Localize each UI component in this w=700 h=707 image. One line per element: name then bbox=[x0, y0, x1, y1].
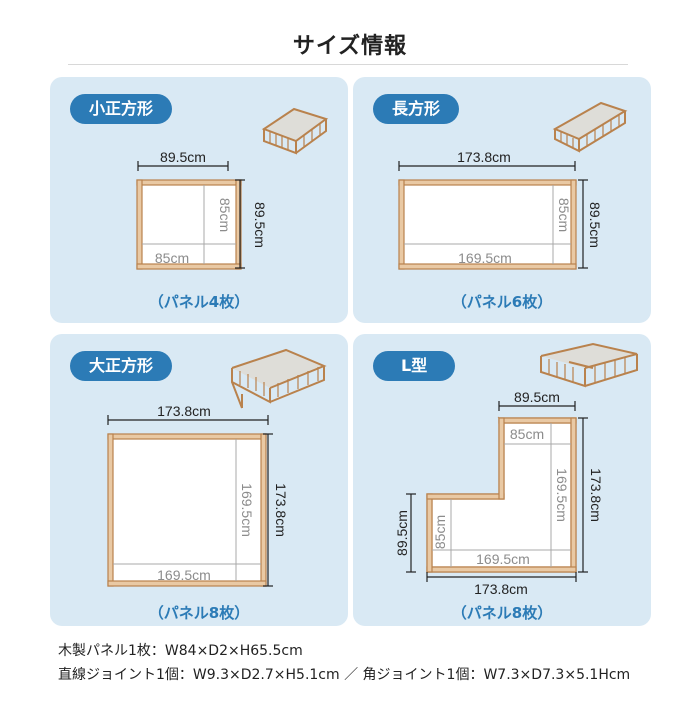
pen-illustration bbox=[261, 107, 329, 155]
card-rectangle: 長方形 173.8cm 169.5cm 85cm 89.5cm （パネル6枚） bbox=[353, 77, 651, 323]
spec-joints: 直線ジョイント1個：W9.3×D2.7×H5.1cm ／ 角ジョイント1個：W7… bbox=[58, 667, 631, 683]
pen-illustration bbox=[540, 342, 638, 388]
inner-depth-label: 85cm bbox=[556, 198, 572, 232]
spec-panel: 木製パネル1枚：W84×D2×H65.5cm bbox=[58, 643, 303, 659]
l-shape-diagram: 89.5cm 85cm 169.5cm 85cm 169.5cm 173.8cm… bbox=[394, 342, 638, 597]
top-width-label: 89.5cm bbox=[514, 389, 560, 405]
panel-count: （パネル4枚） bbox=[148, 293, 250, 311]
card-l-shape: L型 89.5cm 85cm 169.5cm 85cm 169.5cm 173.… bbox=[353, 334, 651, 626]
card-small-square: 小正方形 89.5cm 85cm 85cm 89.5cm （パネル4枚） bbox=[50, 77, 348, 323]
bottom-inner-label: 169.5cm bbox=[476, 551, 530, 567]
inner-width-label: 169.5cm bbox=[458, 250, 512, 266]
card-large-square: 大正方形 173.8cm 169.5cm 169.5cm 173.8cm （パネ… bbox=[50, 334, 348, 626]
rectangle-diagram: 173.8cm 169.5cm 85cm 89.5cm bbox=[398, 101, 628, 270]
inner-width-label: 169.5cm bbox=[157, 567, 211, 583]
page-title: サイズ情報 bbox=[292, 34, 408, 59]
pen-illustration bbox=[231, 348, 327, 409]
inner-depth-label: 169.5cm bbox=[239, 483, 255, 537]
left-depth-label: 89.5cm bbox=[394, 510, 410, 556]
depth-label: 89.5cm bbox=[587, 202, 603, 248]
shape-badge: 小正方形 bbox=[70, 94, 173, 124]
inner-width-label: 85cm bbox=[155, 250, 189, 266]
small-square-diagram: 89.5cm 85cm 85cm 89.5cm bbox=[136, 107, 329, 270]
depth-label: 89.5cm bbox=[252, 202, 268, 248]
width-label: 173.8cm bbox=[457, 149, 511, 165]
shape-badge: L型 bbox=[373, 351, 456, 381]
right-depth-label: 173.8cm bbox=[588, 468, 604, 522]
title-divider bbox=[68, 64, 628, 65]
panel-count: （パネル6枚） bbox=[451, 293, 553, 311]
top-inner-label: 85cm bbox=[510, 426, 544, 442]
right-inner-label: 169.5cm bbox=[554, 468, 570, 522]
panel-count: （パネル8枚） bbox=[451, 604, 553, 622]
inner-depth-label: 85cm bbox=[217, 198, 233, 232]
depth-label: 173.8cm bbox=[273, 483, 289, 537]
panel-count: （パネル8枚） bbox=[148, 604, 250, 622]
bottom-width-label: 173.8cm bbox=[474, 581, 528, 597]
large-square-diagram: 173.8cm 169.5cm 169.5cm 173.8cm bbox=[107, 348, 327, 587]
width-label: 173.8cm bbox=[157, 403, 211, 419]
left-inner-label: 85cm bbox=[432, 515, 448, 549]
shape-badge: 大正方形 bbox=[70, 351, 173, 381]
pen-illustration bbox=[552, 101, 628, 153]
shape-badge: 長方形 bbox=[373, 94, 460, 124]
width-label: 89.5cm bbox=[160, 149, 206, 165]
